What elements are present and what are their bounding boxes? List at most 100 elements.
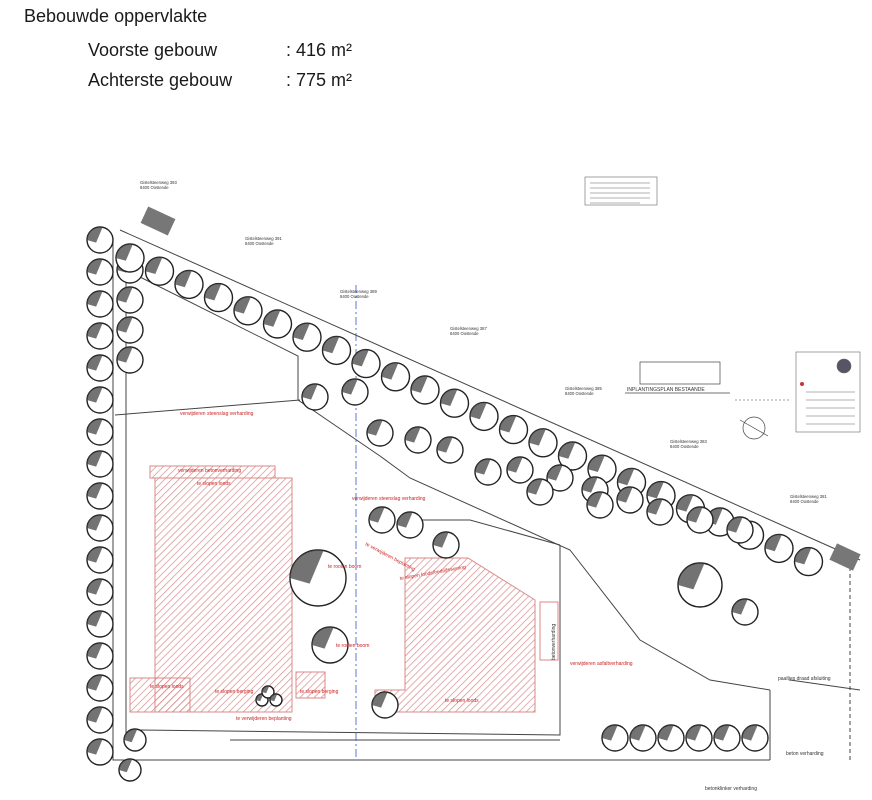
tree-icon <box>646 498 674 526</box>
neighbor-city: 8400 Oostende <box>140 185 169 190</box>
neighbor-street: Gistelsteenweg 387 <box>450 326 487 331</box>
note: verwijderen betonverharding <box>178 468 241 474</box>
neighbor-street: Gistelsteenweg 391 <box>245 236 282 241</box>
tree-icon <box>686 506 714 534</box>
tree-icon <box>685 724 713 752</box>
note: betonverharding <box>551 624 557 660</box>
buildings-to-demolish <box>129 465 559 713</box>
shed-2 <box>295 671 326 699</box>
tree-icon <box>86 450 114 478</box>
tree-icon <box>301 383 329 411</box>
tree-icon <box>86 546 114 574</box>
shed-1 <box>129 677 191 713</box>
tree-icon <box>86 674 114 702</box>
tree-icon <box>116 286 144 314</box>
tree-icon <box>321 335 352 366</box>
tree-icon <box>396 511 424 539</box>
tree-icon <box>657 724 685 752</box>
corner-block <box>140 206 176 236</box>
note: te slopen loods <box>197 481 231 487</box>
site-notes: betonverharding paaltjes draad afsluitin… <box>551 624 831 792</box>
note: te slopen loods <box>150 684 184 690</box>
tree-icon <box>677 562 723 608</box>
note: beton verharding <box>786 751 824 757</box>
tree-icon <box>368 506 396 534</box>
neighbor-city: 8400 Oostende <box>450 331 479 336</box>
tree-icon <box>741 724 769 752</box>
neighbor-labels: Gistelsteenweg 393 8400 Oostende Gistels… <box>140 180 827 504</box>
note: verwijderen steenslag verharding <box>180 411 254 417</box>
tree-icon <box>616 486 644 514</box>
tree-icon <box>115 243 145 273</box>
note: te slopen berging <box>300 689 339 695</box>
tree-icon <box>793 546 824 577</box>
tree-icon <box>586 491 614 519</box>
tree-icon <box>86 482 114 510</box>
tree-icon <box>506 456 534 484</box>
area-row-back: Achterste gebouw : 775 m² <box>88 70 488 94</box>
tree-icon <box>713 724 741 752</box>
tree-icon <box>432 531 460 559</box>
building-back <box>374 557 536 713</box>
note: paaltjes draad afsluiting <box>778 676 831 682</box>
tree-icon <box>233 296 263 326</box>
tree-icon <box>764 533 794 564</box>
tree-icon <box>144 256 175 286</box>
tree-icon <box>629 724 657 752</box>
corner-block <box>829 543 861 571</box>
note: te verwijderen beplanting <box>236 716 292 722</box>
area-row-front: Voorste gebouw : 416 m² <box>88 40 488 64</box>
note: te verwijderen beplanting <box>364 541 416 572</box>
title-block: INPLANTINGSPLAN BESTAANDE <box>625 361 790 440</box>
tree-icon <box>86 258 114 286</box>
building-strip <box>149 465 276 479</box>
tree-icon <box>726 516 754 544</box>
tree-icon <box>341 378 369 406</box>
plan-title: INPLANTINGSPLAN BESTAANDE <box>627 387 705 393</box>
site-boundary <box>112 229 861 761</box>
note: verwijderen asfaltverharding <box>570 661 633 667</box>
neighbor-street: Gistelsteenweg 389 <box>340 289 377 294</box>
tree-icon <box>174 269 204 300</box>
legend-right <box>795 351 861 433</box>
tree-icon <box>86 290 114 318</box>
legend-top <box>584 176 658 206</box>
tree-icon <box>436 436 464 464</box>
tree-icon <box>269 693 283 707</box>
tree-icon <box>116 316 144 344</box>
tree-icon <box>262 309 293 339</box>
section-heading: Bebouwde oppervlakte <box>24 6 208 26</box>
note: te slopen loods <box>445 698 479 704</box>
tree-icon <box>86 386 114 414</box>
tree-icon <box>203 282 234 313</box>
neighbor-city: 8400 Oostende <box>790 499 819 504</box>
tree-icon <box>731 598 759 626</box>
tree-icon <box>289 549 347 607</box>
tree-icon <box>526 478 554 506</box>
tree-icon <box>86 322 114 350</box>
tree-icon <box>498 414 529 445</box>
tree-icon <box>86 354 114 382</box>
tree-icon <box>86 642 114 670</box>
tree-icon <box>469 401 499 432</box>
tree-icon <box>292 322 322 352</box>
tree-icon <box>404 426 432 454</box>
tree-icon <box>546 464 574 492</box>
tree-group <box>86 226 824 782</box>
neighbor-street: Gistelsteenweg 381 <box>790 494 827 499</box>
neighbor-street: Gistelsteenweg 385 <box>565 386 602 391</box>
tree-icon <box>116 346 144 374</box>
tree-icon <box>410 375 440 405</box>
note: te slopen berging <box>215 689 254 695</box>
building-front <box>154 477 293 713</box>
neighbor-city: 8400 Oostende <box>245 241 274 246</box>
tree-icon <box>601 724 629 752</box>
neighbor-city: 8400 Oostende <box>565 391 594 396</box>
tree-icon <box>311 626 349 664</box>
north-arrow-icon <box>742 416 766 440</box>
area-label: Achterste gebouw <box>88 70 233 90</box>
tree-icon <box>86 610 114 638</box>
neighbor-city: 8400 Oostende <box>670 444 699 449</box>
neighbor-city: 8400 Oostende <box>340 294 369 299</box>
